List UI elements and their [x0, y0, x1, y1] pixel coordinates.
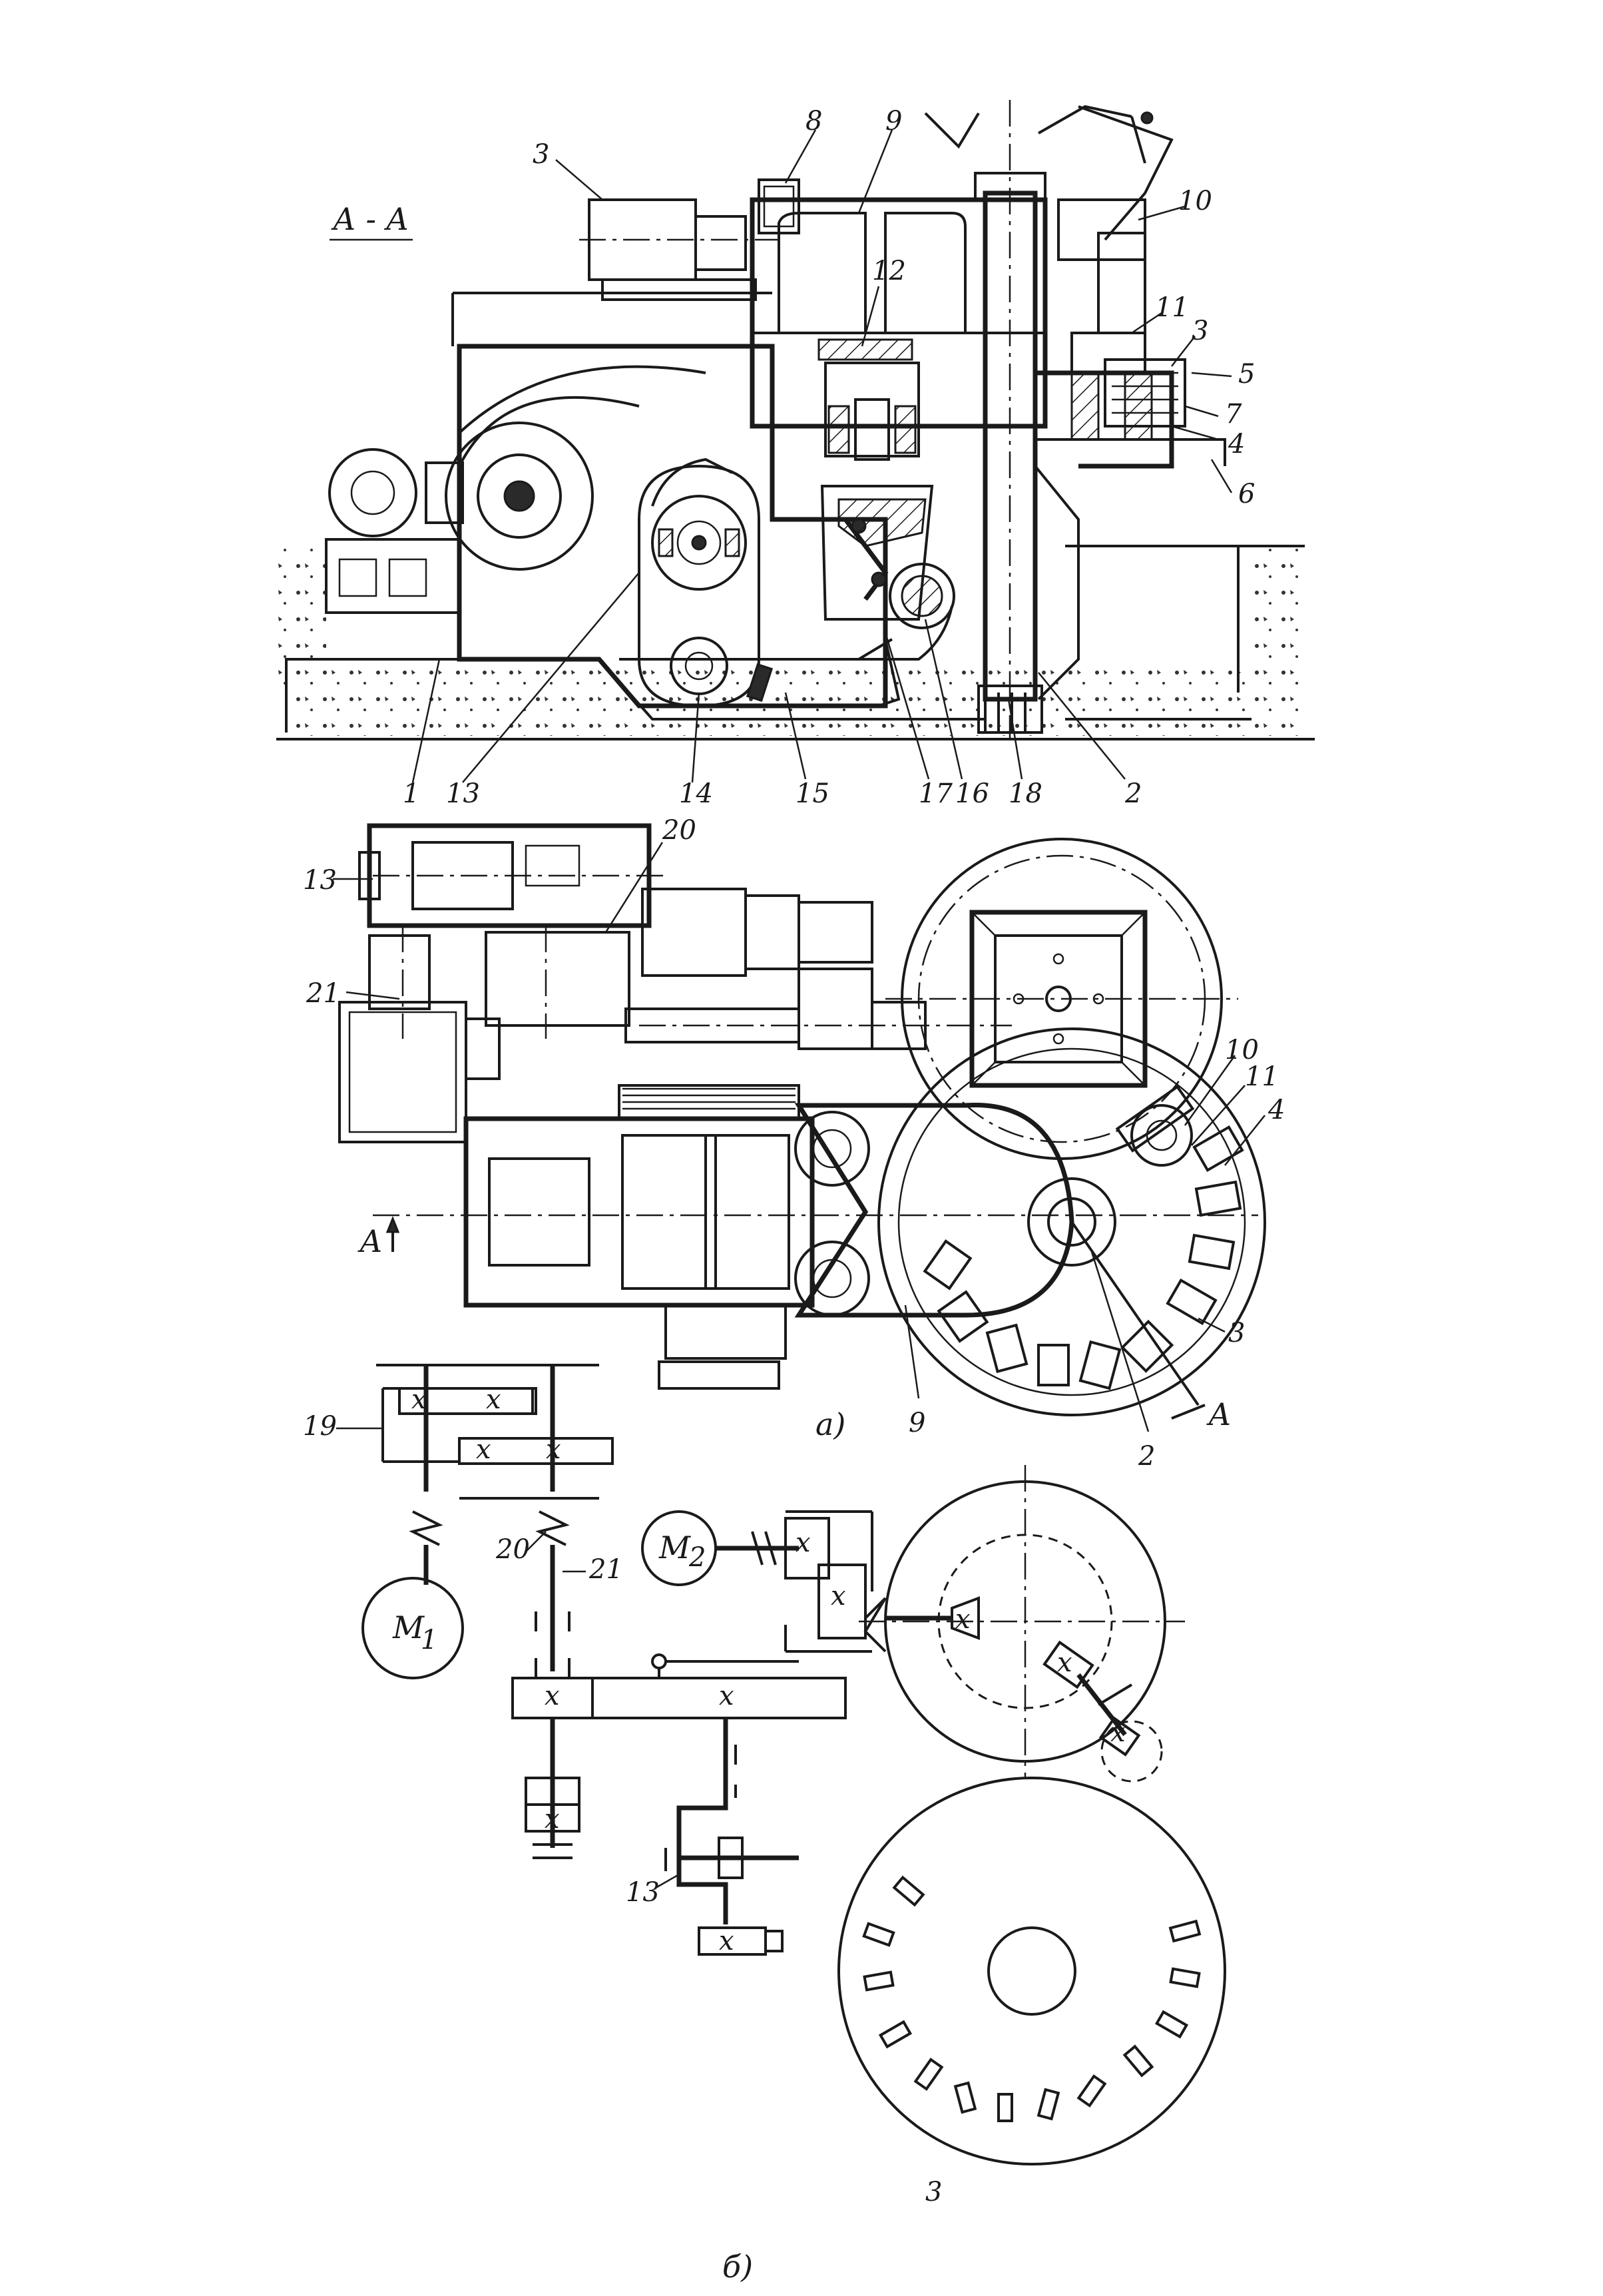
plan-view-a: А А 13 20 21 10 11 4 3 9 2 а): [303, 815, 1285, 1472]
callout-section-14: 14: [679, 778, 713, 809]
gear-mark-1: x: [411, 1384, 427, 1415]
callout-section-4: 4: [1228, 429, 1245, 459]
callout-section-3: 3: [533, 139, 549, 170]
motor-m1-label: М: [392, 1609, 425, 1645]
callout-section-15: 15: [796, 778, 829, 809]
callout-section-6: 6: [1238, 479, 1255, 509]
section-title: А - А: [331, 201, 409, 237]
callout-section-7: 7: [1225, 399, 1242, 430]
callout-scheme-19: 19: [303, 1411, 337, 1442]
turntable-molds: [923, 1125, 1244, 1390]
callout-section-5: 5: [1238, 359, 1255, 390]
callout-section-2: 2: [1124, 778, 1142, 809]
gear-mark-11: x: [955, 1604, 971, 1635]
callout-plan-2: 2: [1138, 1441, 1155, 1472]
gear-mark-13: x: [1110, 1717, 1126, 1748]
section-mark-right: А: [1206, 1396, 1232, 1432]
callout-section-1: 1: [403, 778, 419, 809]
callout-scheme-21: 21: [588, 1554, 623, 1585]
callout-section-17: 17: [919, 778, 953, 809]
motor-m2-sub: 2: [688, 1542, 706, 1573]
gear-mark-12: x: [1057, 1647, 1072, 1678]
gear-mark-3: x: [476, 1434, 491, 1465]
callout-section-12: 12: [872, 256, 906, 286]
kinematic-scheme-b: x x x x 19 20 21 М 1 x x x: [303, 1364, 1226, 2285]
callout-scheme-13: 13: [626, 1877, 660, 1908]
callout-section-18: 18: [1009, 778, 1042, 809]
callout-section-10: 10: [1178, 186, 1212, 216]
gear-mark-4: x: [546, 1434, 561, 1465]
gear-mark-9: x: [796, 1528, 811, 1558]
callout-plan-20: 20: [662, 815, 696, 846]
motor-m1-sub: 1: [421, 1625, 437, 1655]
section-view-a-a: А - А: [276, 100, 1315, 809]
callout-plan-3: 3: [1228, 1318, 1245, 1348]
callout-plan-9: 9: [909, 1408, 925, 1438]
gear-mark-6: x: [719, 1681, 734, 1711]
callout-section-3b: 3: [1192, 316, 1208, 346]
callout-plan-4: 4: [1267, 1095, 1285, 1125]
gear-mark-8: x: [719, 1926, 734, 1956]
gear-mark-2: x: [486, 1384, 501, 1415]
callout-section-16: 16: [955, 778, 989, 809]
callout-section-9: 9: [885, 106, 902, 137]
view-label-b: б): [722, 2249, 753, 2285]
callout-scheme-3: 3: [925, 2177, 942, 2207]
gear-mark-5: x: [545, 1681, 560, 1711]
callout-scheme-20: 20: [495, 1534, 530, 1565]
callout-plan-11: 11: [1245, 1061, 1279, 1092]
motor-m2-label: М: [658, 1530, 692, 1566]
callout-plan-13: 13: [303, 865, 337, 896]
callout-plan-21: 21: [306, 978, 340, 1009]
scheme-turntable-molds: [862, 1875, 1202, 2122]
callout-section-8: 8: [805, 106, 822, 137]
section-mark-left: А: [357, 1223, 383, 1259]
callout-plan-10: 10: [1225, 1035, 1259, 1065]
callout-section-11: 11: [1155, 292, 1189, 323]
view-label-a: а): [815, 1406, 845, 1442]
gear-mark-10: x: [831, 1581, 846, 1611]
callout-section-13: 13: [446, 778, 480, 809]
